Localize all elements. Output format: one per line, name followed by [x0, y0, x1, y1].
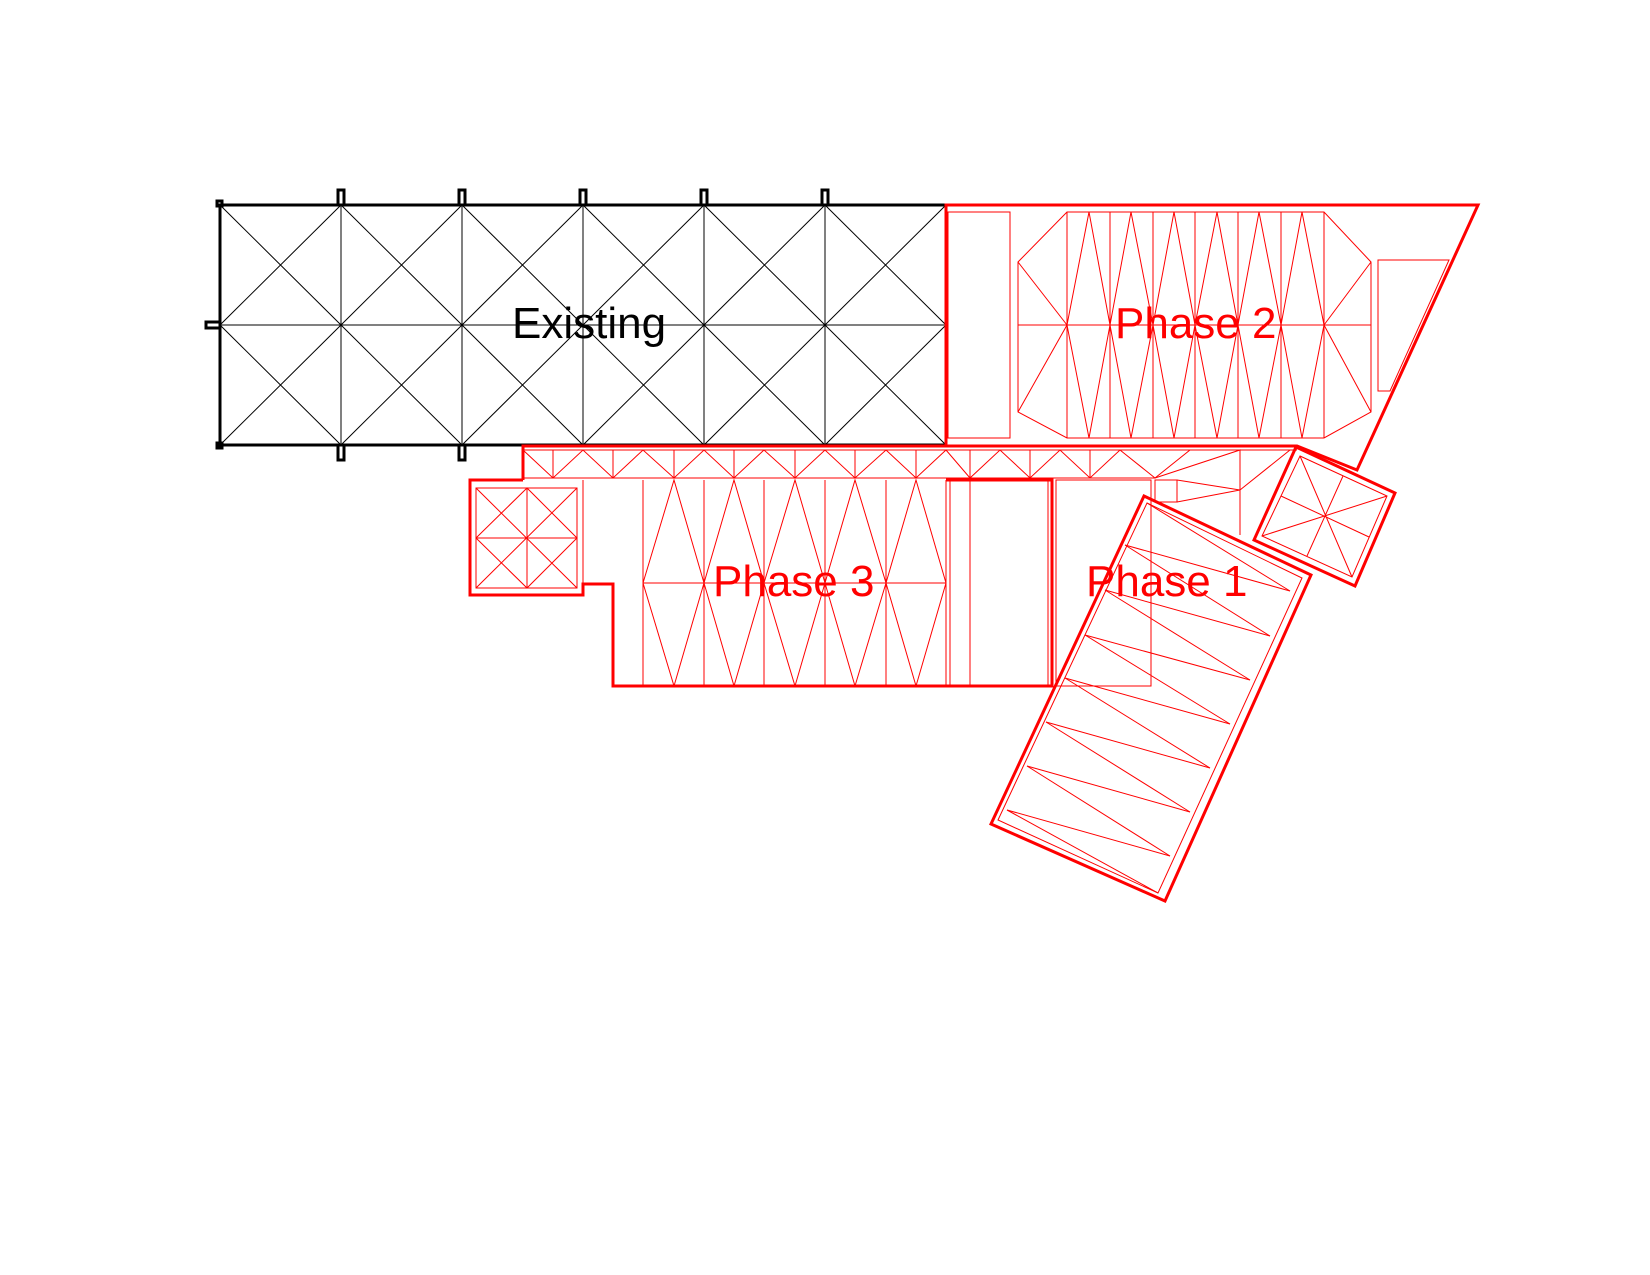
label-phase-3: Phase 3: [713, 557, 874, 606]
corridor: [521, 444, 1297, 535]
zone-phase-1: Phase 1: [988, 445, 1397, 903]
label-phase-1: Phase 1: [1086, 557, 1247, 606]
zone-phase-3: Phase 3: [468, 478, 1054, 688]
zone-phase-2: Phase 2: [944, 203, 1481, 472]
label-phase-2: Phase 2: [1115, 299, 1276, 348]
label-existing: Existing: [512, 299, 666, 348]
zone-existing: Existing: [204, 188, 948, 462]
